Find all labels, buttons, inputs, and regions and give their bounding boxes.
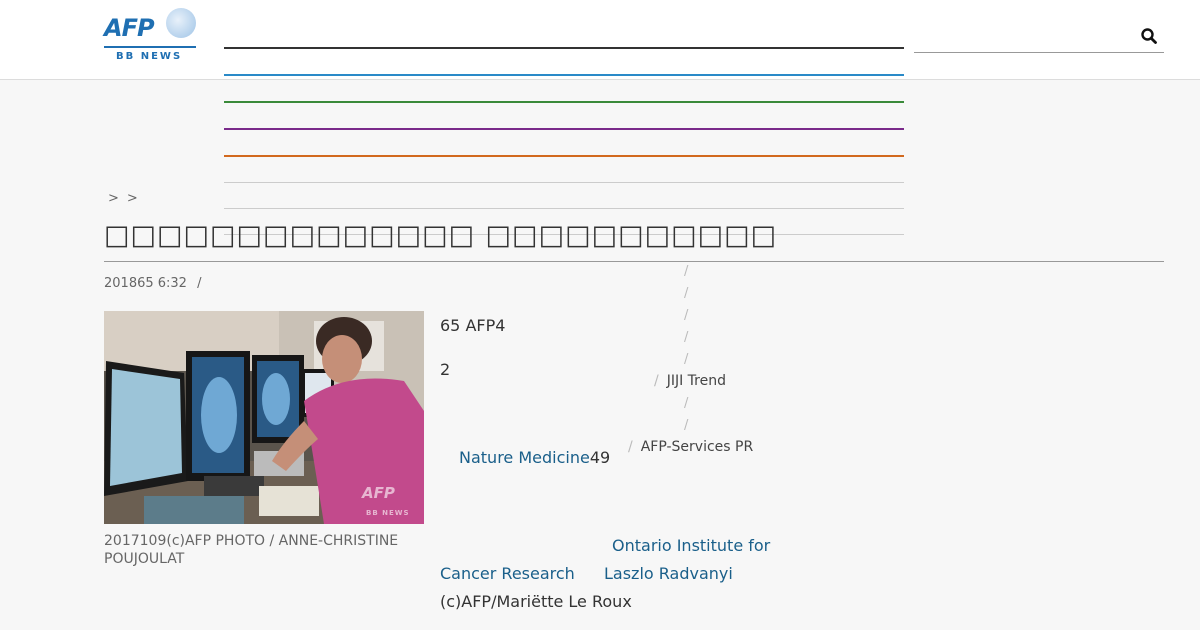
ontario-institute-link[interactable]: Ontario Institute for	[612, 536, 771, 555]
sidebar-item-jiji-trend[interactable]: / JIJI Trend	[654, 373, 726, 389]
article-date: 201865 6:32	[104, 276, 187, 291]
logo-divider	[104, 46, 196, 48]
breadcrumb-separator: >	[108, 191, 119, 206]
nav-category-bar[interactable]	[224, 74, 904, 76]
article-paragraph: 2	[440, 360, 451, 379]
sidebar-separator: /	[684, 308, 689, 323]
nav-category-bar[interactable]	[224, 182, 904, 183]
svg-text:AFP: AFP	[361, 484, 395, 502]
title-divider	[104, 261, 1164, 262]
sidebar-separator: /	[684, 418, 689, 433]
sidebar-item-label: JIJI Trend	[666, 373, 726, 389]
afpbb-logo[interactable]: AFP BB NEWS	[104, 8, 196, 64]
article-paragraph: 65 AFP4	[440, 316, 506, 335]
sidebar-separator: /	[654, 373, 659, 389]
article-meta: 201865 6:32 /	[104, 276, 201, 291]
svg-text:BB NEWS: BB NEWS	[366, 509, 410, 517]
article-photo[interactable]: AFP BB NEWS	[104, 311, 424, 524]
sidebar-item-afp-services[interactable]: / AFP-Services PR	[628, 439, 753, 455]
sidebar-separator: /	[628, 439, 633, 455]
paragraph-text: 49	[589, 448, 611, 467]
nav-category-bar[interactable]	[224, 128, 904, 130]
nav-category-bar[interactable]	[224, 208, 904, 209]
sidebar-separator: /	[684, 264, 689, 279]
nav-category-bar[interactable]	[224, 155, 904, 157]
nature-medicine-link[interactable]: Nature Medicine	[459, 448, 590, 467]
nav-category-bar[interactable]	[224, 47, 904, 49]
sidebar-separator: /	[684, 396, 689, 411]
nav-category-bar[interactable]	[224, 234, 904, 235]
logo-subtitle: BB NEWS	[116, 51, 183, 62]
article-title: □□□□□□□□□□□□□□ □□□□□□□□□□□	[104, 220, 778, 251]
mammography-photo: AFP BB NEWS	[104, 311, 424, 524]
logo-brand: AFP	[104, 14, 155, 42]
cancer-research-link[interactable]: Cancer Research	[440, 564, 575, 583]
meta-separator: /	[197, 276, 202, 291]
photo-caption: 2017109(c)AFP PHOTO / ANNE-CHRISTINE POU…	[104, 533, 399, 567]
site-header: AFP BB NEWS	[0, 0, 1200, 80]
laszlo-radvanyi-link[interactable]: Laszlo Radvanyi	[604, 564, 733, 583]
sidebar-separator: /	[684, 352, 689, 367]
sidebar-separator: /	[684, 330, 689, 345]
search-icon[interactable]	[1140, 27, 1158, 45]
breadcrumb: >>	[108, 191, 146, 206]
nav-category-bar[interactable]	[224, 101, 904, 103]
photo-credit: (c)AFP/Mariëtte Le Roux	[440, 592, 632, 611]
search-input[interactable]	[914, 52, 1164, 53]
globe-icon	[166, 8, 196, 38]
article-paragraph: Nature Medicine49	[459, 448, 610, 467]
breadcrumb-separator: >	[126, 191, 138, 206]
sidebar-item-label: AFP-Services PR	[640, 439, 754, 455]
sidebar-separator: /	[684, 286, 689, 301]
